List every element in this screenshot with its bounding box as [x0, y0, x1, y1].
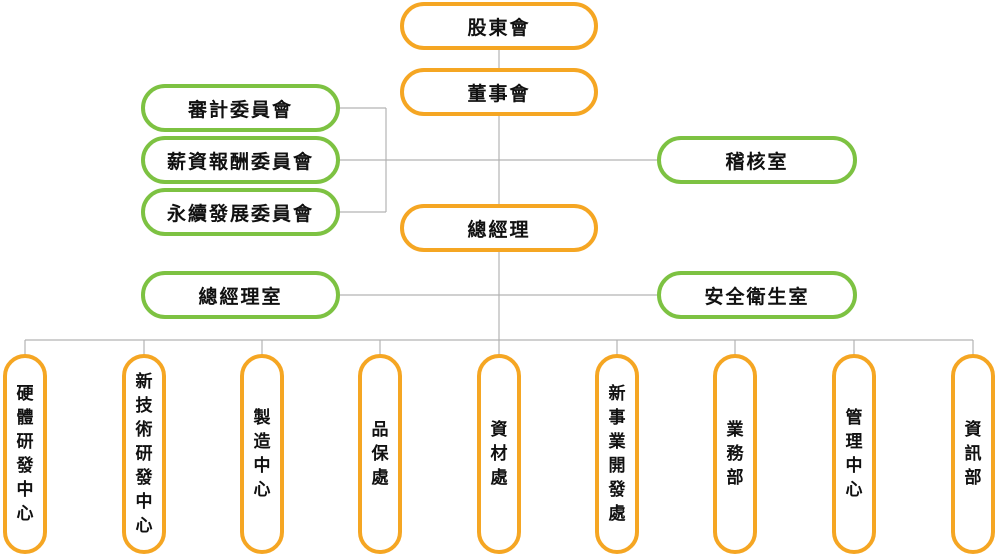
department-box: 管理中心: [832, 354, 876, 554]
compensation-committee-box: 薪資報酬委員會: [141, 136, 340, 184]
department-box: 資訊部: [951, 354, 995, 554]
department-label-char: 新: [608, 383, 626, 404]
department-label-char: 心: [16, 503, 34, 524]
shareholders-label: 股東會: [467, 16, 531, 39]
department-label: 資材處: [490, 419, 508, 488]
department-label: 業務部: [726, 419, 744, 488]
safety-health-office-label: 安全衛生室: [704, 285, 810, 308]
department-label-char: 管: [845, 407, 863, 428]
department-label-char: 發: [608, 479, 626, 500]
department-box: 新事業開發處: [595, 354, 639, 554]
department-box: 品保處: [358, 354, 402, 554]
audit-committee-box: 審計委員會: [141, 84, 340, 132]
department-label-char: 資: [964, 419, 982, 440]
department-label-char: 體: [16, 407, 34, 428]
department-label-char: 部: [726, 467, 744, 488]
department-box: 製造中心: [240, 354, 284, 554]
department-label-char: 製: [253, 407, 271, 428]
department-label: 資訊部: [964, 419, 982, 488]
department-box: 業務部: [713, 354, 757, 554]
department-label-char: 事: [608, 407, 626, 428]
department-label-char: 術: [135, 419, 153, 440]
shareholders-box: 股東會: [400, 2, 598, 50]
sustainability-committee-box: 永續發展委員會: [141, 188, 340, 236]
department-label-char: 硬: [16, 383, 34, 404]
department-label-char: 技: [135, 395, 153, 416]
department-label: 硬體研發中心: [16, 383, 34, 524]
department-label-char: 處: [371, 467, 389, 488]
department-label-char: 開: [608, 455, 626, 476]
department-label-char: 理: [845, 431, 863, 452]
department-label-char: 保: [371, 443, 389, 464]
department-label-char: 研: [135, 443, 153, 464]
department-label-char: 務: [726, 443, 744, 464]
department-label-char: 新: [135, 371, 153, 392]
department-label-char: 發: [16, 455, 34, 476]
department-label-char: 業: [726, 419, 744, 440]
internal-audit-office-label: 稽核室: [725, 150, 789, 173]
president-label: 總經理: [467, 218, 531, 241]
compensation-committee-label: 薪資報酬委員會: [166, 150, 314, 173]
department-label: 新技術研發中心: [135, 371, 153, 536]
president-box: 總經理: [400, 204, 598, 252]
department-label: 製造中心: [253, 407, 271, 500]
department-label-char: 處: [490, 467, 508, 488]
department-label: 新事業開發處: [608, 383, 626, 524]
safety-health-office-box: 安全衛生室: [657, 271, 857, 319]
department-label-char: 中: [845, 455, 863, 476]
department-label-char: 中: [135, 491, 153, 512]
department-label-char: 部: [964, 467, 982, 488]
department-label-char: 中: [253, 455, 271, 476]
department-label-char: 發: [135, 467, 153, 488]
department-label-char: 品: [371, 419, 389, 440]
department-box: 資材處: [477, 354, 521, 554]
president-office-label: 總經理室: [198, 285, 283, 308]
department-label-char: 心: [135, 515, 153, 536]
department-label-char: 訊: [964, 443, 982, 464]
department-label-char: 材: [490, 443, 508, 464]
audit-committee-label: 審計委員會: [187, 98, 293, 121]
department-label-char: 心: [845, 479, 863, 500]
department-label-char: 業: [608, 431, 626, 452]
department-label-char: 中: [16, 479, 34, 500]
department-label-char: 心: [253, 479, 271, 500]
department-label-char: 研: [16, 431, 34, 452]
department-box: 硬體研發中心: [3, 354, 47, 554]
department-label-char: 造: [253, 431, 271, 452]
president-office-box: 總經理室: [141, 271, 340, 319]
department-label-char: 處: [608, 503, 626, 524]
board-box: 董事會: [400, 68, 598, 116]
sustainability-committee-label: 永續發展委員會: [166, 202, 314, 225]
board-label: 董事會: [467, 82, 531, 105]
internal-audit-office-box: 稽核室: [657, 136, 857, 184]
department-label-char: 資: [490, 419, 508, 440]
department-box: 新技術研發中心: [122, 354, 166, 554]
department-label: 管理中心: [845, 407, 863, 500]
department-label: 品保處: [371, 419, 389, 488]
